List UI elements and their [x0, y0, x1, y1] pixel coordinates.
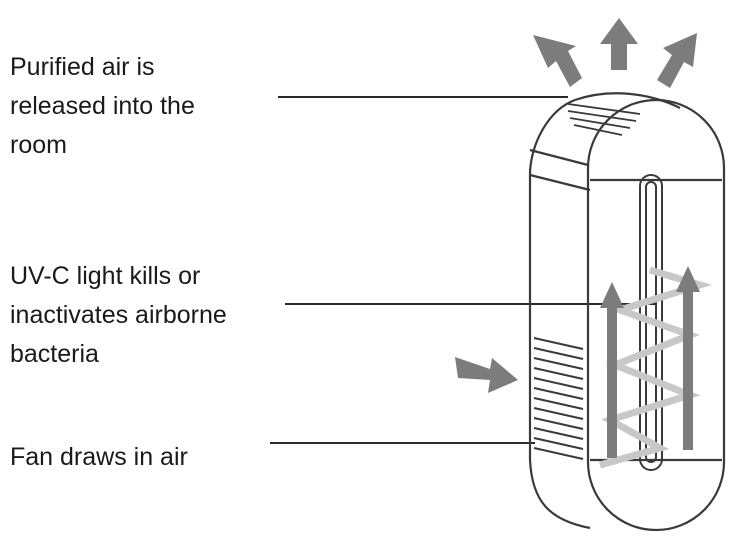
label-line: UV-C light kills or: [10, 262, 201, 290]
label-line: Fan draws in air: [10, 443, 188, 471]
front-band-line: [529, 173, 591, 192]
label-air-released: Purified air is released into the room: [10, 48, 195, 165]
label-line: room: [10, 131, 67, 159]
arrow-internal-left-icon: [600, 282, 624, 458]
internal-flow-arrows: [600, 266, 700, 458]
arrow-up-right-icon: [657, 33, 697, 88]
arrow-inflow-icon: [455, 357, 518, 393]
outflow-arrows: [533, 18, 697, 88]
arrow-up-icon: [600, 18, 638, 70]
arrow-internal-right-icon: [676, 266, 700, 450]
body-top-rim: [574, 92, 681, 109]
label-fan-intake: Fan draws in air: [10, 438, 188, 477]
label-line: bacteria: [10, 340, 99, 368]
top-cap-edge: [529, 148, 589, 167]
label-uvc-light: UV-C light kills or inactivates airborne…: [10, 257, 227, 374]
arrow-up-left-icon: [533, 35, 582, 87]
top-vent: [567, 103, 641, 136]
body-front: [586, 98, 726, 532]
intake-grille: [533, 337, 584, 460]
label-line: Purified air is: [10, 53, 155, 81]
label-line: inactivates airborne: [10, 301, 227, 329]
body-side: [528, 98, 591, 530]
label-line: released into the: [10, 92, 195, 120]
